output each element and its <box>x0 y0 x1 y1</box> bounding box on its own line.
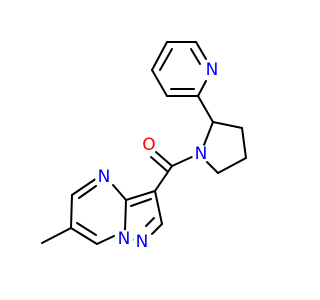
bond <box>70 227 98 245</box>
atom-n-pyrimidine: N <box>95 167 113 187</box>
bond <box>151 69 168 97</box>
atom-symbol: N <box>195 144 208 164</box>
atom-symbol: N <box>98 167 111 187</box>
atom-n-pyridine: N <box>203 60 221 80</box>
bond <box>217 157 247 174</box>
bond <box>241 127 247 159</box>
atom-n-pyrrolidine: N <box>192 144 210 164</box>
atom-n-pyrazole: N <box>133 232 151 252</box>
atom-n-bridge: N <box>115 229 133 249</box>
atom-o-carbonyl: O <box>140 135 158 155</box>
atom-symbol: O <box>142 135 155 155</box>
bond <box>70 194 73 229</box>
bond <box>71 177 98 196</box>
bond <box>203 121 214 146</box>
bond <box>206 161 219 174</box>
bond <box>197 95 214 123</box>
bond <box>151 41 168 71</box>
bond <box>150 156 168 172</box>
bond <box>124 199 127 232</box>
bond <box>78 185 97 199</box>
atom-symbol: N <box>136 232 149 252</box>
bond <box>76 222 97 236</box>
bond <box>154 190 163 225</box>
bond <box>190 48 201 65</box>
bond <box>96 235 115 245</box>
bond <box>145 217 155 227</box>
atom-labels: N O N N N N <box>95 60 221 252</box>
bond <box>197 80 207 97</box>
bond <box>155 151 173 167</box>
bond <box>41 227 72 244</box>
bond <box>112 184 127 201</box>
molecule-structure: N O N N N N <box>41 41 247 252</box>
bond <box>151 223 163 235</box>
bond <box>125 190 156 201</box>
atom-symbol: N <box>118 229 131 249</box>
bond <box>130 198 152 207</box>
bond <box>195 41 207 60</box>
bond <box>154 165 173 192</box>
atom-symbol: N <box>206 60 219 80</box>
bond <box>159 48 173 71</box>
bond <box>212 121 243 129</box>
bond <box>171 155 195 167</box>
